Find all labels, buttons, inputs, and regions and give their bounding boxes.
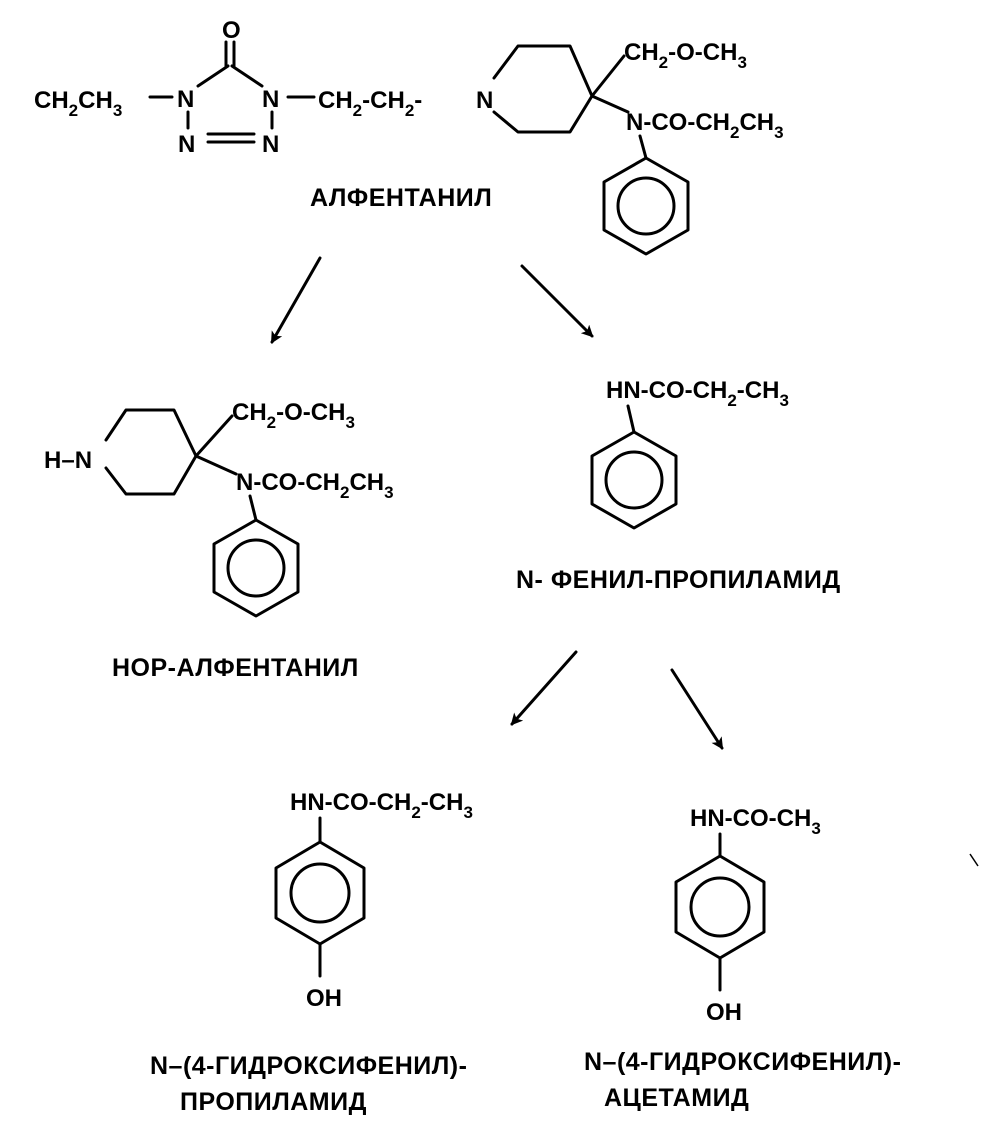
bond [248, 494, 258, 522]
arrow-alfentanil-to-n-phenyl-propylamide [520, 264, 594, 338]
piperidine-n: N [476, 87, 493, 114]
aromatic-circle [689, 876, 751, 938]
nor-alfentanil-label: НОР-АЛФЕНТАНИЛ [112, 654, 359, 682]
bond [590, 54, 626, 98]
bond [230, 64, 264, 88]
aromatic-circle [226, 538, 286, 598]
phenyl-ring [274, 840, 366, 946]
acetamide-chain: HN-CO-CH3 [690, 805, 821, 838]
tetrazole-n4: N [262, 86, 279, 113]
n-phenyl-propylamide-structure: HN-CO-CH2-CH3 N- ФЕНИЛ-ПРОПИЛАМИД [516, 377, 841, 594]
arrow-alfentanil-to-nor-alfentanil [270, 256, 322, 344]
bond [638, 134, 648, 160]
propylamide-chain: HN-CO-CH2-CH3 [606, 377, 789, 410]
nor-alfentanil-nh: H–N [44, 447, 92, 474]
alfentanil-ethyl-group: CH2CH3 [34, 87, 122, 120]
bond [194, 414, 234, 458]
nor-alfentanil-structure: H–N CH2-O-CH3 N-CO-CH2CH3 НОР-АЛФЕНТАНИЛ [44, 399, 394, 682]
carbonyl-oxygen: O [222, 17, 241, 44]
bond [626, 404, 636, 434]
aromatic-circle [604, 450, 664, 510]
hydroxyphenyl-acetamide-structure: HN-CO-CH3 OH N–(4-ГИДРОКСИФЕНИЛ)- АЦЕТАМ… [584, 805, 901, 1112]
bond [196, 64, 230, 88]
methoxymethyl-group: CH2-O-CH3 [624, 39, 747, 72]
scan-mark [969, 853, 979, 867]
alfentanil-label: АЛФЕНТАНИЛ [310, 184, 492, 212]
aromatic-circle [289, 862, 351, 924]
hydroxyphenyl-acetamide-label-line1: N–(4-ГИДРОКСИФЕНИЛ)- [584, 1048, 901, 1076]
tetrazole-n2: N [178, 131, 195, 158]
hydroxyl-group: OH [706, 999, 742, 1026]
piperidine-ring [104, 408, 198, 496]
methoxymethyl-group: CH2-O-CH3 [232, 399, 355, 432]
phenyl-ring [602, 156, 690, 256]
ethylene-chain: CH2-CH2- [318, 87, 422, 120]
tetrazole-n1: N [177, 86, 194, 113]
phenyl-ring [212, 518, 300, 618]
hydroxyl-group: OH [306, 985, 342, 1012]
bond [590, 94, 630, 114]
phenyl-ring [674, 854, 766, 960]
piperidine-ring [492, 44, 594, 134]
arrow-propylamide-to-hydroxyphenyl-acetamide [670, 668, 724, 750]
propionamide-group: N-CO-CH2CH3 [236, 469, 394, 502]
hydroxyphenyl-acetamide-label-line2: АЦЕТАМИД [604, 1084, 749, 1112]
hydroxyphenyl-propylamide-structure: HN-CO-CH2-CH3 OH N–(4-ГИДРОКСИФЕНИЛ)- ПР… [150, 789, 473, 1116]
hydroxyphenyl-propylamide-label-line1: N–(4-ГИДРОКСИФЕНИЛ)- [150, 1052, 467, 1080]
alfentanil-structure: CH2CH3 N O N N N CH2-CH2- N CH2-O-CH3 N-… [34, 17, 784, 256]
bond [194, 454, 238, 476]
propylamide-chain: HN-CO-CH2-CH3 [290, 789, 473, 822]
hydroxyphenyl-propylamide-label-line2: ПРОПИЛАМИД [180, 1088, 367, 1116]
tetrazole-n3: N [262, 131, 279, 158]
n-phenyl-propylamide-label: N- ФЕНИЛ-ПРОПИЛАМИД [516, 566, 841, 594]
phenyl-ring [590, 430, 678, 530]
aromatic-circle [616, 176, 676, 236]
arrow-propylamide-to-hydroxyphenyl-propylamide [510, 650, 578, 726]
propionamide-group: N-CO-CH2CH3 [626, 109, 784, 142]
